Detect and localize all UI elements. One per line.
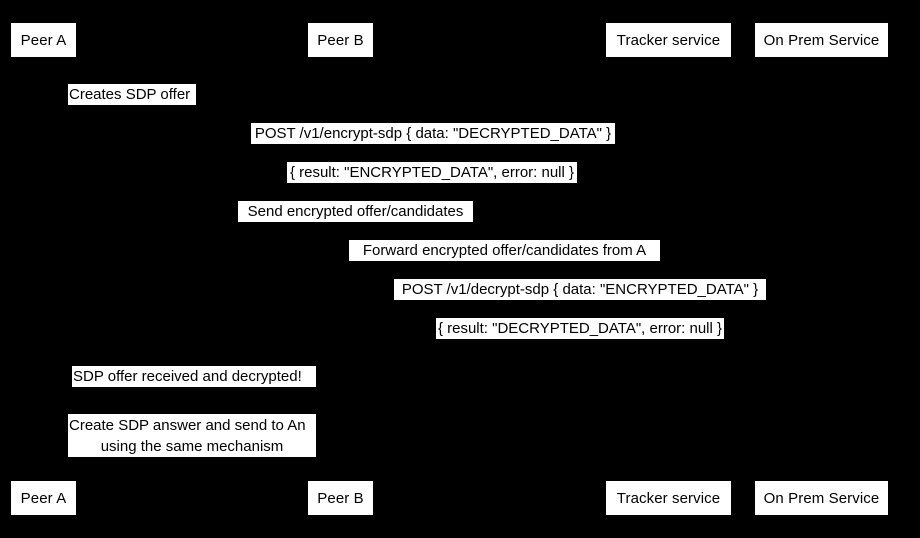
arrow-send-encrypted-offer [43,224,668,225]
arrow-creates-sdp-offer [43,106,103,107]
lifeline-peer-b [340,58,341,480]
participant-footer-tracker-service[interactable]: Tracker service [605,480,732,516]
participant-header-peer-b[interactable]: Peer B [307,22,374,58]
participant-header-peer-a[interactable]: Peer A [10,22,77,58]
participant-header-on-prem-service[interactable]: On Prem Service [754,22,889,58]
lifeline-on-prem-service [821,58,822,480]
message-label-post-encrypt-sdp: POST /v1/encrypt-sdp { data: "DECRYPTED_… [251,123,615,144]
message-label-post-decrypt-sdp: POST /v1/decrypt-sdp { data: "ENCRYPTED_… [394,279,766,300]
message-label-creates-sdp-offer: Creates SDP offer [68,84,196,105]
arrow-sdp-offer-received [340,390,400,391]
participant-footer-on-prem-service[interactable]: On Prem Service [754,480,889,516]
lifeline-tracker-service [668,58,669,480]
participant-footer-peer-a[interactable]: Peer A [10,480,77,516]
arrow-post-decrypt-sdp [340,302,821,303]
arrow-forward-encrypted-offer [340,263,668,264]
arrow-post-encrypt-sdp [43,146,821,147]
lifeline-peer-a [43,58,44,480]
message-label-create-sdp-answer: Create SDP answer and send to An using t… [68,414,316,457]
arrow-encrypt-sdp-result [43,185,821,186]
message-label-decrypt-sdp-result: { result: "DECRYPTED_DATA", error: null … [436,318,724,339]
message-label-create-sdp-answer-line-1: Create SDP answer and send to An [69,417,306,434]
participant-header-tracker-service[interactable]: Tracker service [605,22,732,58]
message-label-forward-encrypted-offer: Forward encrypted offer/candidates from … [349,240,660,261]
message-label-sdp-offer-received: SDP offer received and decrypted! [72,366,316,387]
message-label-send-encrypted-offer: Send encrypted offer/candidates [238,201,473,222]
arrow-decrypt-sdp-result [340,341,821,342]
message-label-create-sdp-answer-line-2: using the same mechanism [100,438,284,455]
participant-footer-peer-b[interactable]: Peer B [307,480,374,516]
message-label-encrypt-sdp-result: { result: "ENCRYPTED_DATA", error: null … [287,162,577,183]
arrow-create-sdp-answer [340,452,400,453]
